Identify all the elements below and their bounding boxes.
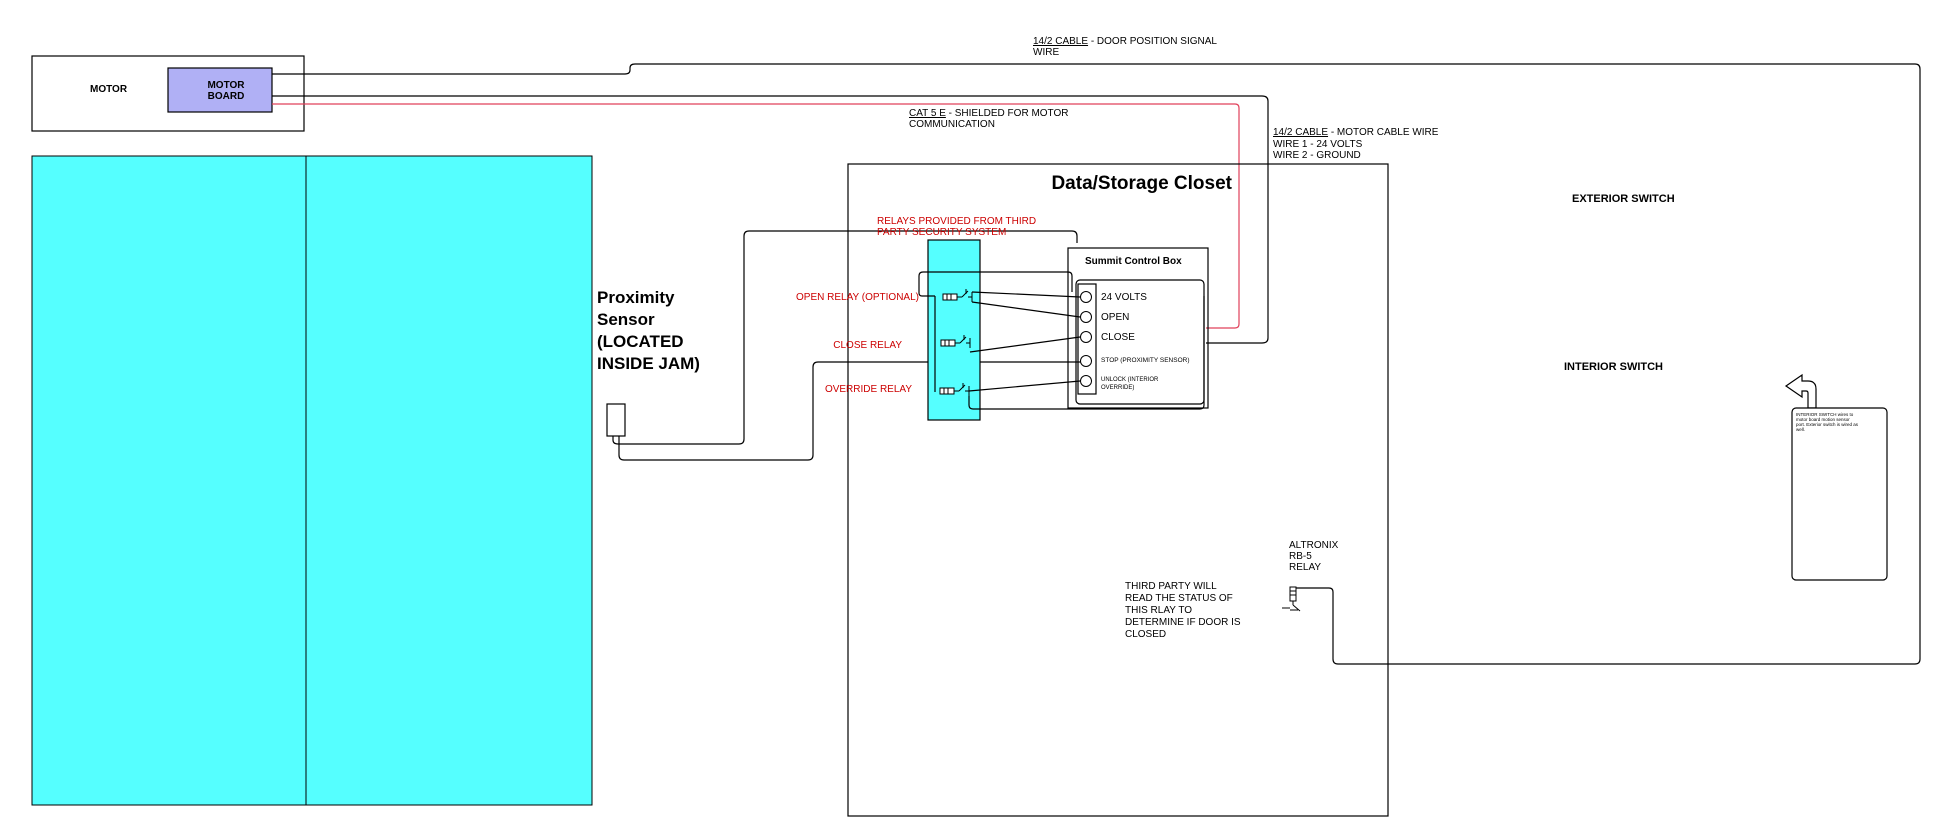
third-party-note-line1: THIRD PARTY WILL	[1125, 581, 1217, 592]
terminal-unlock-label-line2: OVERRIDE)	[1101, 385, 1134, 391]
proximity-wire-lower	[618, 361, 1086, 461]
proximity-sensor-label-line1: Proximity	[597, 288, 675, 307]
control-box-title: Summit Control Box	[1085, 256, 1182, 267]
cat5e-wire	[272, 103, 1240, 329]
altronix-label-line2: RB-5	[1289, 551, 1312, 562]
interior-switch-note-line1: INTERIOR SWITCH wires to	[1796, 412, 1854, 417]
terminal-close	[1080, 331, 1092, 343]
open-relay-wire	[971, 291, 1081, 298]
altronix-relay-symbol	[1282, 586, 1301, 612]
override-relay-label: OVERRIDE RELAY	[825, 384, 912, 395]
summit-control-box	[1067, 247, 1209, 409]
motor-cable-wire	[272, 95, 1269, 344]
terminal-stop-label: STOP (PROXIMITY SENSOR)	[1101, 357, 1190, 364]
close-relay-label: CLOSE RELAY	[833, 340, 902, 351]
motor-board-label-line1: MOTOR	[207, 80, 245, 91]
open-relay-symbol	[942, 289, 973, 302]
override-relay-wire	[968, 380, 1081, 392]
cat5-cable-label-line2: COMMUNICATION	[909, 119, 995, 130]
terminal-close-label: CLOSE	[1101, 332, 1135, 343]
cat5-cable-label: CAT 5 E - SHIELDED FOR MOTOR	[909, 108, 1068, 119]
third-party-note-line3: THIS RLAY TO	[1125, 605, 1192, 616]
motor-label: MOTOR	[90, 84, 128, 95]
terminal-strip	[1077, 283, 1097, 395]
proximity-wire-upper	[612, 230, 1078, 445]
terminal-unlock	[1080, 375, 1092, 387]
relay-common-wire	[918, 271, 1073, 297]
motor-board-label-line2: BOARD	[208, 91, 245, 102]
interior-switch-note-line2: motor board motion sensor	[1796, 417, 1850, 422]
proximity-sensor	[606, 403, 626, 437]
door-signal-cable-label-line2: WIRE	[1033, 47, 1059, 58]
terminal-unlock-label-line1: UNLOCK (INTERIOR	[1101, 377, 1159, 383]
third-party-note-line4: DETERMINE IF DOOR IS	[1125, 617, 1241, 628]
motor-board	[167, 67, 273, 113]
data-storage-closet	[847, 163, 1389, 817]
terminal-stop	[1080, 355, 1092, 367]
terminal-open-label: OPEN	[1101, 312, 1129, 323]
motor-housing	[31, 55, 305, 132]
proximity-sensor-label-line2: Sensor	[597, 310, 655, 329]
terminal-open	[1080, 311, 1092, 323]
door-position-signal-wire	[272, 63, 1921, 665]
close-relay-symbol	[940, 335, 971, 348]
door-panel-left	[31, 155, 313, 806]
close-relay-wire	[969, 336, 1081, 353]
terminal-24-volts	[1080, 291, 1092, 303]
door-signal-cable-label: 14/2 CABLE - DOOR POSITION SIGNAL	[1033, 36, 1217, 47]
exterior-switch-label: EXTERIOR SWITCH	[1572, 193, 1675, 205]
terminal-panel	[1075, 279, 1205, 405]
open-relay-wire-2	[971, 301, 1081, 318]
third-party-note-line2: READ THE STATUS OF	[1125, 593, 1233, 604]
relays-provided-label-line2: PARTY SECURITY SYSTEM	[877, 227, 1006, 238]
interior-switch-note-line4: well.	[1796, 427, 1805, 432]
interior-switch-label: INTERIOR SWITCH	[1564, 361, 1663, 373]
altronix-label-line3: RELAY	[1289, 562, 1321, 573]
motor-cable-label: 14/2 CABLE - MOTOR CABLE WIRE	[1273, 127, 1439, 138]
relays-provided-label-line1: RELAYS PROVIDED FROM THIRD	[877, 216, 1036, 227]
altronix-label-line1: ALTRONIX	[1289, 540, 1339, 551]
proximity-sensor-label-line3: (LOCATED	[597, 332, 684, 351]
up-arrow-icon	[1784, 373, 1817, 409]
open-relay-label: OPEN RELAY (OPTIONAL)	[796, 292, 919, 303]
door-panel-right	[305, 155, 593, 806]
interior-switch-note-box	[1791, 407, 1888, 581]
third-party-note-line5: CLOSED	[1125, 629, 1166, 640]
override-return-wire	[968, 296, 1205, 410]
motor-cable-label-line2: WIRE 1 - 24 VOLTS	[1273, 139, 1363, 150]
motor-cable-label-line3: WIRE 2 - GROUND	[1273, 150, 1361, 161]
terminal-24-volts-label: 24 VOLTS	[1101, 292, 1147, 303]
interior-switch-note-line3: port. Exterior switch is wired as	[1796, 422, 1859, 427]
closet-title: Data/Storage Closet	[1051, 173, 1232, 194]
proximity-sensor-label-line4: INSIDE JAM)	[597, 354, 700, 373]
